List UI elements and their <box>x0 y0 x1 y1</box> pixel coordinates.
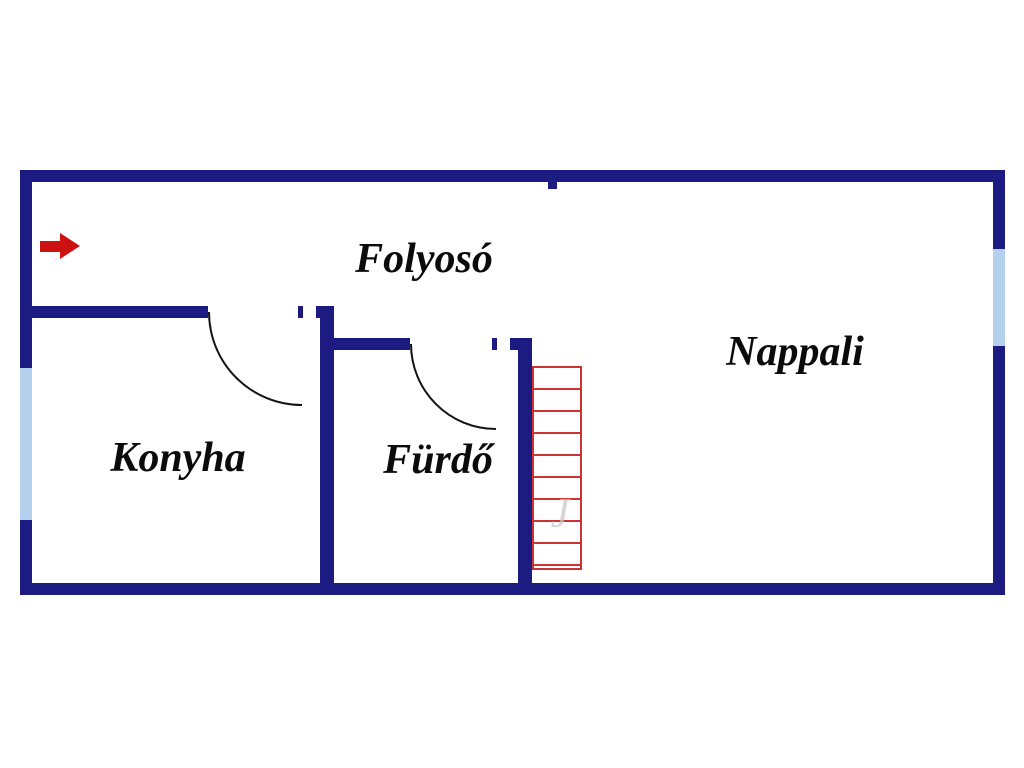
window-left <box>20 368 32 520</box>
window-right <box>993 249 1005 346</box>
entrance-arrow-shaft <box>40 241 62 252</box>
outer-wall-right <box>993 170 1005 595</box>
door-slot-kitchen <box>303 306 316 318</box>
entrance-arrow-head <box>60 233 80 259</box>
wall-kitchen-top <box>20 306 208 318</box>
wall-stub-top-center <box>548 182 557 189</box>
door-arc-kitchen <box>208 312 302 406</box>
wall-bathroom-top <box>334 338 410 350</box>
room-label-living: Nappali <box>726 329 864 375</box>
watermark: J <box>550 491 570 537</box>
outer-wall-top <box>20 170 1005 182</box>
wall-bathroom-living-divider <box>518 338 532 595</box>
wall-kitchen-bathroom-divider <box>320 306 334 595</box>
room-label-hallway: Folyosó <box>355 236 493 282</box>
stairs <box>532 366 582 570</box>
outer-wall-bottom <box>20 583 1005 595</box>
room-label-kitchen: Konyha <box>110 435 246 481</box>
door-slot-bathroom <box>497 338 510 350</box>
room-label-bathroom: Fürdő <box>383 437 493 483</box>
entrance-arrow-icon <box>40 232 80 260</box>
door-arc-bathroom <box>410 344 496 430</box>
